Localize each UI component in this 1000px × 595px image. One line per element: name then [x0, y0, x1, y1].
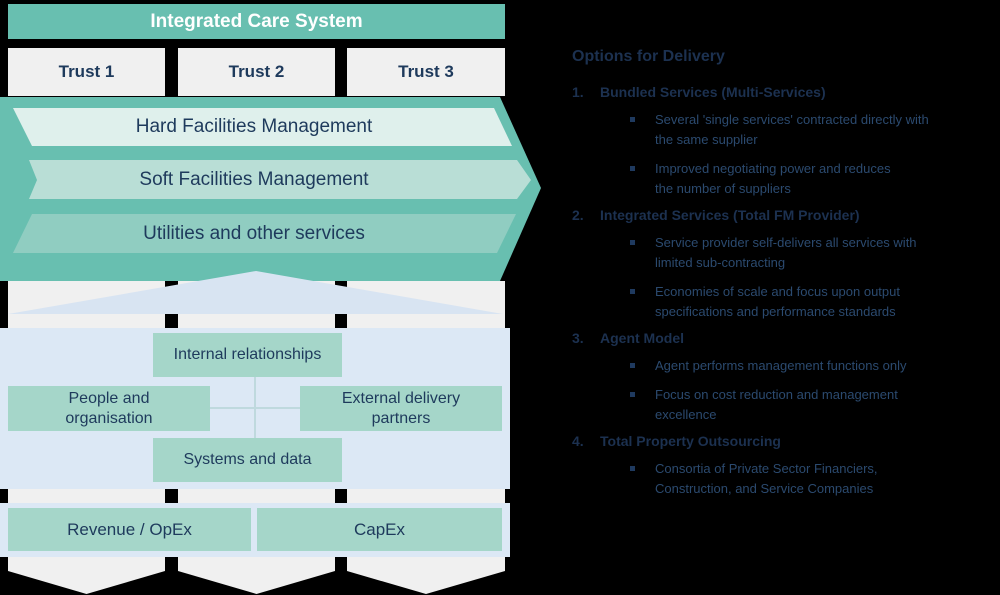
- bullet-item: Service provider self-delivers all servi…: [630, 233, 1000, 273]
- bullet-text: Focus on cost reduction and management e…: [655, 387, 898, 422]
- option-number: 4.: [572, 433, 584, 449]
- trust-1-column-pennant: [8, 557, 165, 594]
- bullet-text: Economies of scale and focus upon output…: [655, 284, 900, 319]
- bullet-item: Economies of scale and focus upon output…: [630, 282, 1000, 322]
- bullet-square-icon: [630, 289, 635, 294]
- bullet-item: Focus on cost reduction and management e…: [630, 385, 1000, 425]
- bullet-square-icon: [630, 240, 635, 245]
- bullet-item: Agent performs management functions only: [630, 356, 1000, 376]
- bullet-item: Several 'single services' contracted dir…: [630, 110, 1000, 150]
- internal-relationships-label: Internal relationships: [173, 346, 322, 363]
- capex-box: CapEx: [257, 508, 502, 551]
- hard-fm-stripe: [13, 108, 512, 146]
- bullet-item: Improved negotiating power and reduces t…: [630, 159, 1000, 199]
- bullet-square-icon: [630, 363, 635, 368]
- option-number: 1.: [572, 84, 584, 100]
- people-organisation-box: People and organisation: [8, 386, 210, 431]
- external-delivery-partners-label: External delivery partners: [341, 389, 461, 427]
- trust-3-box: Trust 3: [347, 48, 505, 96]
- option-number: 2.: [572, 207, 584, 223]
- trust-2-column-pennant: [178, 557, 335, 594]
- options-panel: Options for Delivery 1. Bundled Services…: [555, 47, 1000, 499]
- option-label: Bundled Services (Multi-Services): [600, 84, 826, 100]
- trust-3-column-pennant: [347, 557, 505, 594]
- bullet-text: Service provider self-delivers all servi…: [655, 235, 917, 270]
- systems-and-data-box: Systems and data: [153, 438, 342, 482]
- connector-horizontal-line: [210, 407, 300, 409]
- option-item-2: 2. Integrated Services (Total FM Provide…: [572, 206, 1000, 224]
- integrated-care-system-banner: Integrated Care System: [8, 4, 505, 39]
- finance-band: Revenue / OpEx CapEx: [0, 503, 510, 557]
- option-item-1: 1. Bundled Services (Multi-Services): [572, 83, 1000, 101]
- option-item-4: 4. Total Property Outsourcing: [572, 432, 1000, 450]
- internal-relationships-box: Internal relationships: [153, 333, 342, 377]
- external-delivery-partners-box: External delivery partners: [300, 386, 502, 431]
- revenue-opex-box: Revenue / OpEx: [8, 508, 251, 551]
- bullet-text: Agent performs management functions only: [655, 358, 907, 373]
- fm-arrow-band: [0, 97, 541, 281]
- option-label: Agent Model: [600, 330, 684, 346]
- bullet-text: Improved negotiating power and reduces t…: [655, 161, 891, 196]
- bullet-text: Several 'single services' contracted dir…: [655, 112, 929, 147]
- utilities-label: Utilities and other services: [143, 222, 365, 244]
- option-label: Total Property Outsourcing: [600, 433, 781, 449]
- bullet-square-icon: [630, 166, 635, 171]
- bullet-text: Consortia of Private Sector Financiers, …: [655, 461, 878, 496]
- enablers-panel: Internal relationships People and organi…: [0, 328, 510, 489]
- option-label: Integrated Services (Total FM Provider): [600, 207, 860, 223]
- people-organisation-label: People and organisation: [65, 389, 153, 427]
- bullet-item: Consortia of Private Sector Financiers, …: [630, 459, 1000, 499]
- trust-1-box: Trust 1: [8, 48, 165, 96]
- trust-2-box: Trust 2: [178, 48, 335, 96]
- hard-fm-label: Hard Facilities Management: [135, 116, 373, 137]
- options-heading: Options for Delivery: [572, 48, 725, 65]
- bullet-square-icon: [630, 117, 635, 122]
- bullet-square-icon: [630, 466, 635, 471]
- option-item-3: 3. Agent Model: [572, 329, 1000, 347]
- bullet-square-icon: [630, 392, 635, 397]
- option-number: 3.: [572, 330, 584, 346]
- soft-fm-label: Soft Facilities Management: [139, 168, 369, 190]
- systems-and-data-label: Systems and data: [183, 451, 312, 468]
- utilities-stripe: [13, 214, 516, 253]
- soft-fm-stripe: [29, 160, 531, 199]
